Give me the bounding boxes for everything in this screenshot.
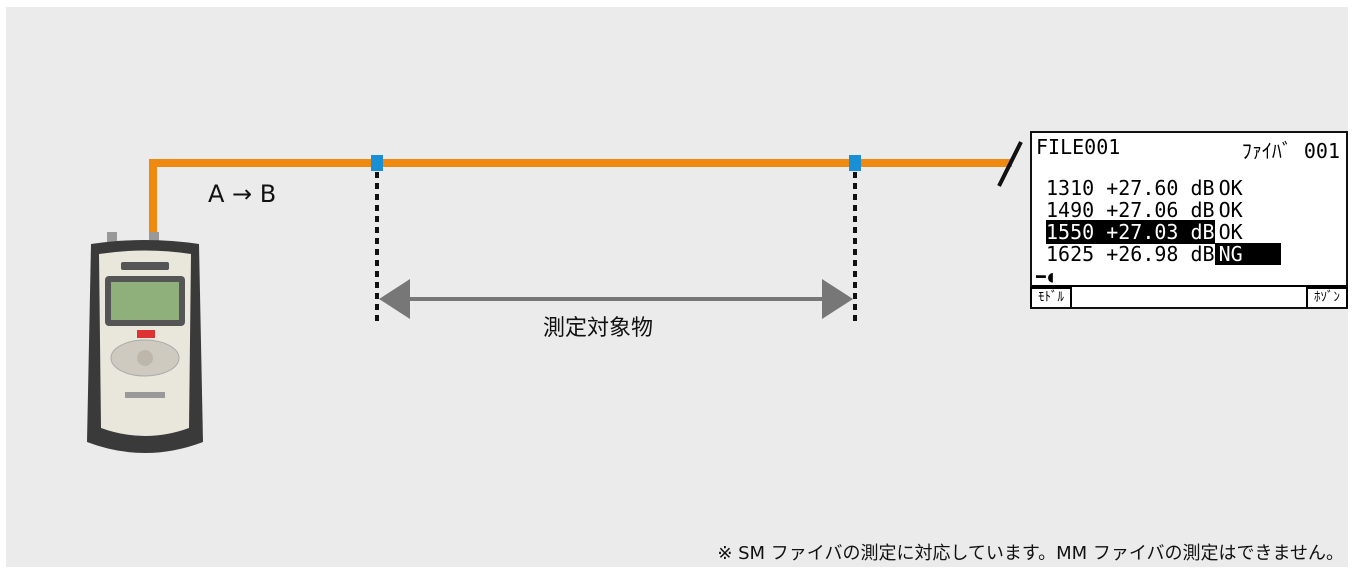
optical-power-meter-device xyxy=(87,232,203,453)
connector-a xyxy=(371,155,383,171)
softkey-save[interactable]: ﾎｿﾞﾝ xyxy=(1306,287,1348,307)
device-under-test-label: 測定対象物 xyxy=(543,316,654,341)
fiber-break-mark xyxy=(997,141,1023,187)
plug-icon: ━◖ xyxy=(1036,267,1056,286)
file-type: ﾌｧｲﾊﾞ 001 xyxy=(1241,139,1340,163)
span-arrow-left-head xyxy=(379,279,410,319)
footnote: ※ SM ファイバの測定に対応しています。MM ファイバの測定はできません。 xyxy=(717,543,1344,564)
softkey-bar: ﾓﾄﾞﾙ ﾎｿﾞﾝ xyxy=(1030,285,1348,307)
result-ok: OK xyxy=(1218,220,1243,244)
connector-b xyxy=(849,155,861,171)
result-ng: NG xyxy=(1214,243,1281,265)
screen-title: FILE001 xyxy=(1036,135,1121,159)
result-ok: OK xyxy=(1218,198,1243,222)
result-ok: OK xyxy=(1218,176,1243,200)
softkey-model[interactable]: ﾓﾄﾞﾙ xyxy=(1030,287,1072,307)
direction-label: A → B xyxy=(208,180,277,208)
fiber-line xyxy=(149,159,1012,248)
span-arrow-right-head xyxy=(822,279,853,319)
